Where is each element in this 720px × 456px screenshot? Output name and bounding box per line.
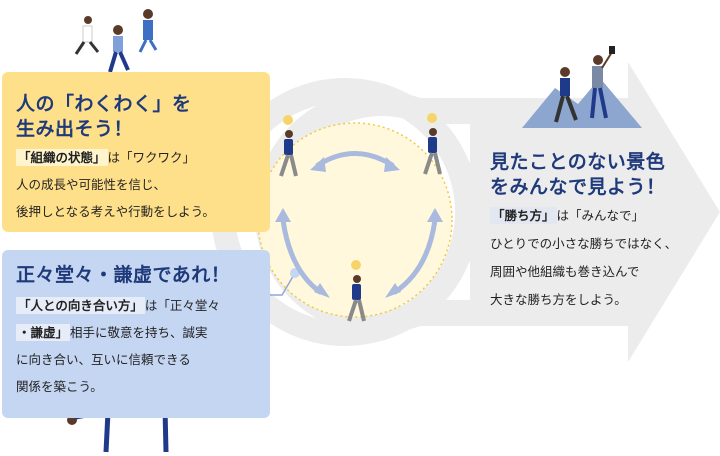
organization-state-title-line2: 生み出そう！ [16, 118, 134, 140]
jumping-people-icon [74, 9, 158, 73]
relationship-line4: 関係を築こう。 [16, 379, 103, 394]
how-to-win-line2: ひとりでの小さな勝ちではなく、 [490, 236, 678, 251]
cycle-arrows [280, 151, 438, 295]
organization-state-line1: 「組織の状態」は「ワクワク」 [16, 149, 196, 166]
arrow-heads [275, 157, 443, 298]
relationship-line1: 「人との向き合い方」は「正々堂々 [16, 297, 220, 314]
walking-person-icon [279, 115, 298, 177]
relationship-title: 正々堂々・謙虚であれ！ [16, 264, 231, 286]
how-to-win-line4: 大きな勝ち方をしよう。 [490, 292, 627, 307]
relationship-line3: に向き合い、互いに信頼できる [16, 352, 191, 367]
organization-state-title-line1: 人の「わくわく」を [16, 93, 192, 115]
mountain-icon [522, 78, 642, 128]
organization-state-line3: 後押しとなる考えや行動をしよう。 [16, 204, 215, 219]
organization-state-suffix: は「ワクワク」 [107, 150, 196, 165]
how-to-win-title-line1: 見たことのない景色 [490, 151, 666, 173]
how-to-win-title-line2: をみんなで見よう！ [490, 176, 666, 198]
relationship-line1-suffix: は「正々堂々 [144, 298, 220, 313]
organization-state-label: 「組織の状態」 [16, 149, 108, 166]
relationship-label: 「人との向き合い方」 [16, 297, 145, 314]
inner-circle [257, 122, 453, 318]
relationship-line2-suffix: 相手に敬意を持ち、誠実 [70, 325, 208, 340]
organization-state-line2: 人の成長や可能性を信じ、 [16, 177, 167, 192]
relationship-line2: ・謙虚」相手に敬意を持ち、誠実 [16, 324, 208, 341]
how-to-win-line3: 周囲や他組織も巻き込んで [490, 264, 640, 279]
how-to-win-suffix: は「みんなで」 [556, 208, 645, 223]
how-to-win-label: 「勝ち方」 [490, 207, 557, 224]
hiker-selfie-icon [554, 46, 615, 123]
walking-person-icon [423, 113, 442, 175]
relationship-label2: ・謙虚」 [16, 324, 71, 341]
walking-person-icon [347, 260, 366, 322]
how-to-win-line1: 「勝ち方」は「みんなで」 [490, 207, 645, 224]
